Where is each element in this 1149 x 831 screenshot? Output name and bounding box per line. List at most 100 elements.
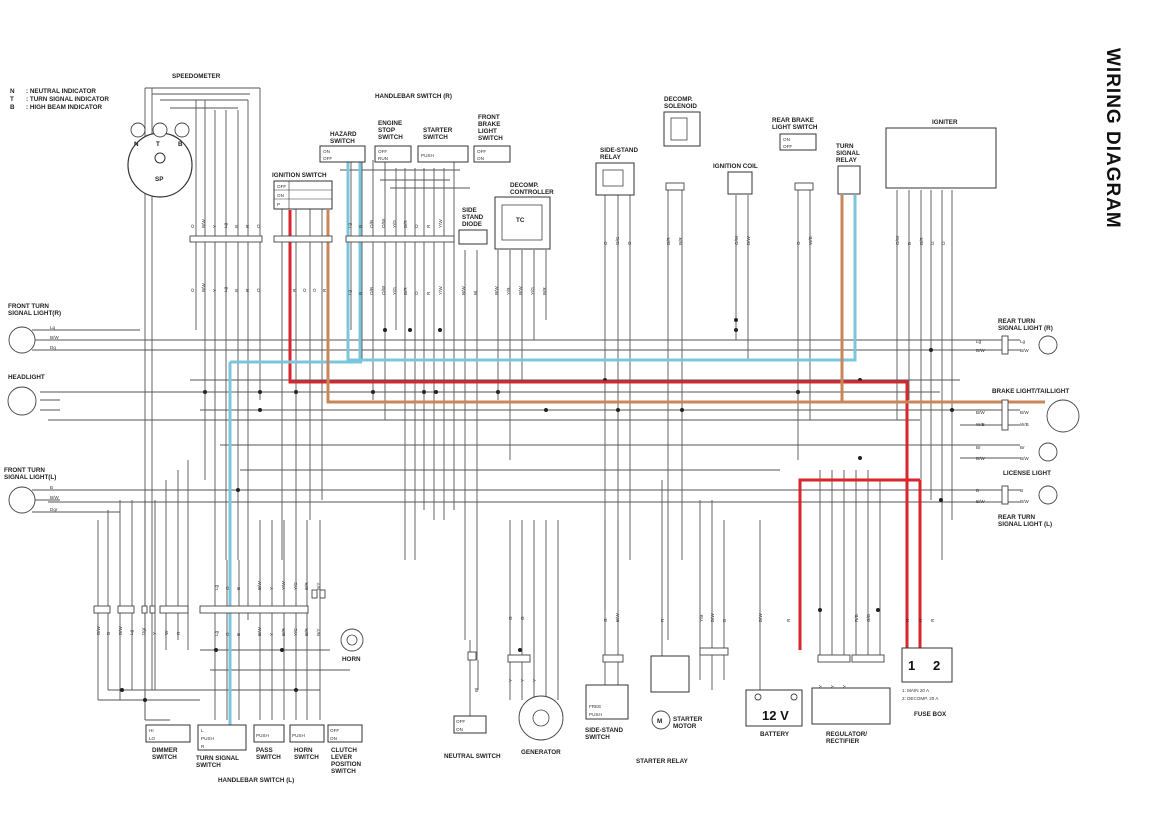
legend-text-t: : TURN SIGNAL INDICATOR	[26, 96, 109, 103]
ssr-box	[595, 162, 635, 196]
pass-switch: PUSH PASS SWITCH	[253, 724, 285, 761]
neutral-connector	[467, 651, 477, 661]
handlebar-l-connector	[199, 605, 309, 614]
switch-state: L	[201, 728, 204, 733]
wire-code: B/W	[746, 236, 751, 245]
wire-code: Bl	[473, 291, 478, 295]
engine-stop-label: ENGINE	[378, 120, 402, 127]
wire-code: Dg	[50, 345, 56, 350]
wire-code: Y/B	[699, 615, 704, 622]
wire-code: B/W	[201, 283, 206, 292]
wire-code: W	[164, 630, 169, 635]
wire-code: Dgr	[141, 627, 146, 635]
horn-switch-box	[289, 724, 325, 743]
ssr-label: RELAY	[600, 154, 622, 161]
wire-code: G/B	[866, 614, 871, 622]
horn-switch-label: HORN	[294, 747, 313, 754]
wire-code: B/R	[403, 287, 408, 295]
front-turn-r-bulb	[8, 326, 36, 354]
wire-code: B	[722, 619, 727, 622]
switch-state: OFF	[783, 144, 792, 149]
engine-stop-label: SWITCH	[378, 134, 403, 141]
igniter: IGNITER O/W B B/R G O	[885, 119, 997, 245]
battery: B/W R 12 V BATTERY	[745, 613, 803, 738]
wire-code: B/W	[50, 335, 59, 340]
license-label: LICENSE LIGHT	[1003, 470, 1051, 477]
speedometer-label: SPEEDOMETER	[172, 73, 221, 80]
wire-code: B/W	[1020, 410, 1029, 415]
dimmer-label: SWITCH	[152, 754, 177, 761]
ignition-connector	[273, 235, 333, 243]
fuse-box: R R R 1 2 1: MAIN 20 A 2: DECOMP. 20 A F…	[901, 618, 953, 718]
rear-turn-r-label: REAR TURN	[998, 318, 1036, 325]
wire-code: B	[234, 225, 239, 228]
solenoid-label: SOLENOID	[664, 103, 697, 110]
wire-code: G	[520, 616, 525, 620]
wire-code: G	[930, 241, 935, 245]
engine-stop-label: STOP	[378, 127, 395, 134]
wire-code: O	[190, 224, 195, 228]
solenoid-box	[663, 111, 701, 147]
lower-connector	[159, 605, 189, 614]
turn-switch-box	[197, 724, 247, 751]
fuse-2-icon: 2	[933, 658, 940, 673]
wire-code: O	[796, 241, 801, 245]
license-bulb	[1038, 442, 1058, 462]
ssw-label: SIDE-STAND	[585, 727, 623, 734]
generator-icon	[518, 695, 564, 741]
wire-code: O	[941, 241, 946, 245]
starter-switch: STARTER SWITCH PUSH	[417, 127, 469, 163]
rear-brake-connector	[794, 182, 814, 191]
wire-code: B/R	[304, 628, 309, 636]
high-beam-indicator-lamp	[174, 122, 190, 138]
wire-code: Y	[508, 679, 513, 682]
rear-brake-label: LIGHT SWITCH	[772, 124, 818, 131]
rear-brake-box	[779, 133, 817, 151]
junction-dots	[120, 318, 954, 702]
neutral-switch: Bl OFF ON NEUTRAL SWITCH	[444, 651, 501, 760]
wire-code: R/B	[854, 614, 859, 622]
switch-state: PUSH	[256, 733, 269, 738]
turn-relay-label: RELAY	[836, 157, 858, 164]
horn-icon	[340, 628, 364, 652]
wire-code: B/Y	[316, 583, 321, 590]
switch-state: RUN	[378, 156, 388, 161]
wire-code: Y	[842, 685, 847, 688]
wire-code: Bl	[474, 688, 479, 692]
diode-label: SIDE	[462, 207, 477, 214]
wire-code: Y/W	[438, 286, 443, 295]
switch-state: PUSH	[589, 712, 602, 717]
wire-code: Lg	[223, 286, 228, 292]
switch-state: PUSH	[292, 733, 305, 738]
wire-code: O	[256, 288, 261, 292]
ssr-label: SIDE-STAND	[600, 147, 638, 154]
turn-relay-label: SIGNAL	[836, 150, 860, 157]
wire-code: B	[106, 632, 111, 635]
legend-text-n: : NEUTRAL INDICATOR	[26, 88, 96, 95]
wire-code: Y	[152, 632, 157, 635]
wire-code: B/W	[976, 348, 985, 353]
side-stand-switch-box	[585, 684, 629, 720]
generator: G G Y Y Y GENERATOR	[507, 616, 564, 756]
horn-connector	[311, 589, 318, 599]
switch-state: PUSH	[421, 153, 434, 158]
wire-code: R	[930, 618, 935, 622]
wire-code: Y/G	[530, 287, 535, 295]
switch-state: OFF	[277, 184, 286, 189]
wire-code: B/W	[758, 613, 763, 622]
turn-relay-box	[837, 165, 861, 195]
wire-code: Y/B	[506, 288, 511, 295]
wire-code: O/B	[369, 287, 374, 295]
starter-motor-label: STARTER	[673, 716, 703, 723]
wire-code: B/W	[976, 499, 985, 504]
switch-state: R	[201, 744, 205, 749]
fuse-box-outline	[901, 647, 953, 683]
turn-signal-relay: TURN SIGNAL RELAY	[836, 143, 861, 195]
wire-code: W/B	[976, 422, 985, 427]
hazard-switch-box	[319, 145, 366, 163]
front-brake-label: BRAKE	[478, 121, 500, 128]
front-brake-label: SWITCH	[478, 135, 503, 142]
battery-voltage: 12 V	[762, 708, 789, 723]
wire-code: Y/G	[293, 628, 298, 636]
